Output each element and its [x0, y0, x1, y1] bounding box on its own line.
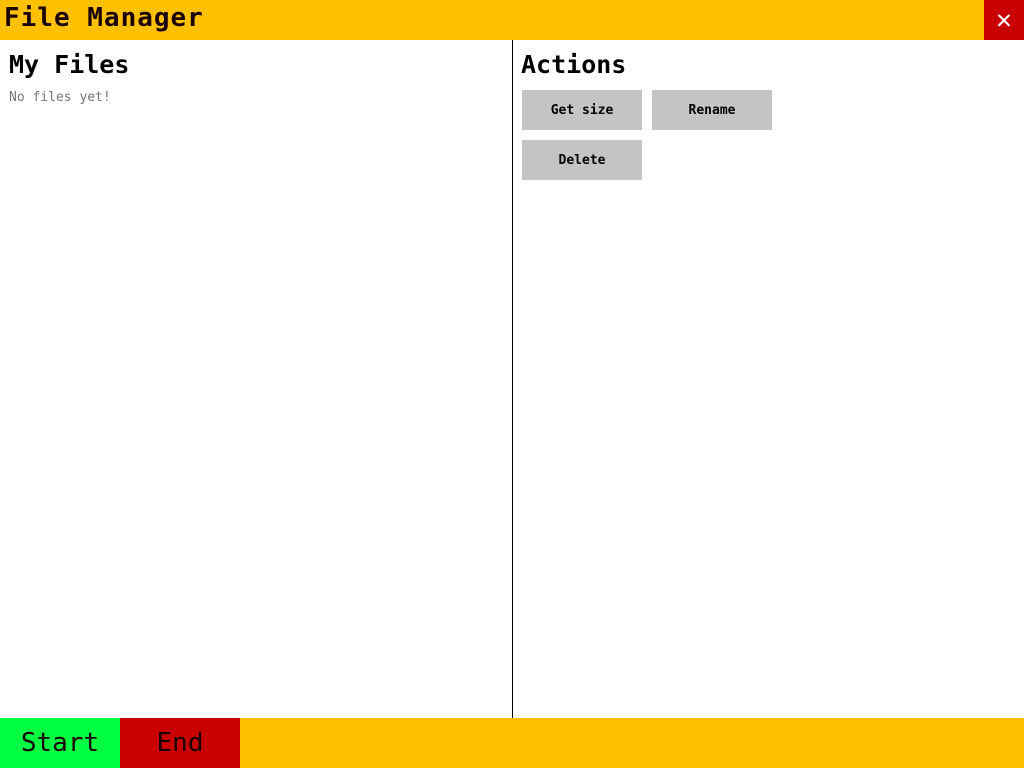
- actions-panel: Actions Get size Rename Delete: [513, 40, 1024, 718]
- actions-heading: Actions: [521, 50, 627, 79]
- panel-divider: [512, 40, 513, 718]
- end-button[interactable]: End: [120, 718, 240, 768]
- close-button[interactable]: ✕: [984, 0, 1024, 40]
- empty-files-message: No files yet!: [9, 90, 111, 105]
- start-button[interactable]: Start: [0, 718, 120, 768]
- files-panel: My Files No files yet!: [0, 40, 512, 718]
- close-icon: ✕: [996, 5, 1012, 35]
- get-size-button[interactable]: Get size: [522, 90, 642, 130]
- delete-button[interactable]: Delete: [522, 140, 642, 180]
- rename-button[interactable]: Rename: [652, 90, 772, 130]
- footer-bar: Start End: [0, 718, 1024, 768]
- files-heading: My Files: [9, 50, 130, 79]
- window-title: File Manager: [4, 3, 204, 33]
- title-bar: File Manager ✕: [0, 0, 1024, 40]
